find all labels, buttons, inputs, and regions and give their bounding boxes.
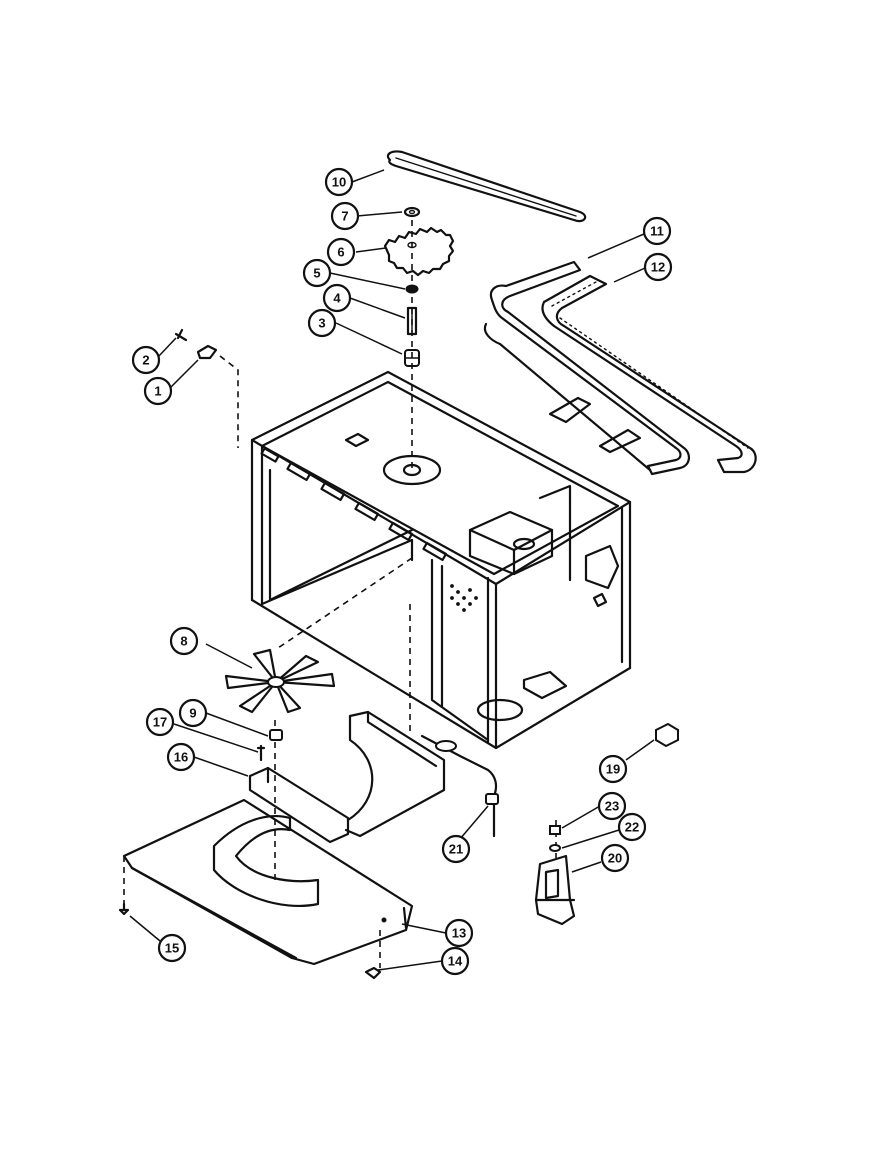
callout-label: 1 [154, 384, 161, 399]
callout-10: 10 [324, 167, 354, 197]
callout-label: 4 [333, 291, 341, 306]
callout-13: 13 [444, 918, 474, 948]
fan-nut [269, 729, 283, 741]
callout-label: 11 [650, 224, 664, 239]
callout-11: 11 [642, 216, 672, 246]
callout-label: 19 [606, 762, 620, 777]
callout-19: 19 [598, 754, 628, 784]
callout-label: 12 [651, 260, 665, 275]
bottom-cover-plate [122, 798, 414, 966]
callout-label: 2 [142, 353, 149, 368]
callout-label: 15 [165, 941, 179, 956]
callout-4: 4 [322, 283, 352, 313]
callout-label: 10 [332, 175, 346, 190]
callout-2: 2 [131, 345, 161, 375]
callout-21: 21 [441, 834, 471, 864]
callout-9: 9 [178, 698, 208, 728]
rail-channels [483, 260, 690, 476]
callout-17: 17 [145, 707, 175, 737]
fan-blade [224, 648, 336, 714]
callout-5: 5 [302, 258, 332, 288]
callout-15: 15 [157, 933, 187, 963]
callout-label: 7 [341, 209, 348, 224]
screw-14 [364, 966, 382, 980]
nut-22 [549, 844, 561, 852]
drive-belt [386, 150, 587, 223]
sprocket-pulley [383, 226, 455, 277]
callout-20: 20 [600, 843, 630, 873]
callout-16: 16 [166, 742, 196, 772]
callout-label: 9 [189, 706, 196, 721]
washer-top [403, 206, 421, 218]
nut-23 [549, 825, 561, 835]
callout-label: 23 [605, 799, 619, 814]
callout-label: 8 [180, 634, 187, 649]
leader-lines [129, 169, 655, 971]
small-cap [655, 722, 679, 748]
callout-22: 22 [617, 812, 647, 842]
callout-label: 5 [313, 266, 320, 281]
screw-and-clip [174, 328, 218, 360]
callout-label: 14 [448, 954, 463, 969]
small-screw-17 [256, 744, 266, 762]
fan-bracket [248, 766, 350, 844]
callout-1: 1 [143, 376, 173, 406]
callout-label: 6 [337, 245, 344, 260]
callout-label: 16 [174, 750, 188, 765]
callout-label: 20 [608, 851, 622, 866]
cabinet-frame [250, 370, 632, 750]
callout-6: 6 [326, 237, 356, 267]
thermal-sensor-probe [409, 604, 499, 838]
assembly-lines [123, 220, 557, 968]
callout-7: 7 [330, 201, 360, 231]
callout-label: 22 [625, 820, 639, 835]
air-guide-duct [344, 710, 446, 838]
callout-label: 21 [449, 842, 463, 857]
callout-8: 8 [169, 626, 199, 656]
callout-label: 13 [452, 926, 466, 941]
callout-23: 23 [597, 791, 627, 821]
callout-14: 14 [440, 946, 470, 976]
gasket-strip [541, 274, 757, 474]
callout-12: 12 [643, 252, 673, 282]
callout-label: 3 [318, 316, 325, 331]
callout-3: 3 [307, 308, 337, 338]
interlock-switch-bracket [534, 854, 576, 926]
screw-15 [118, 902, 130, 916]
callout-label: 17 [153, 715, 167, 730]
